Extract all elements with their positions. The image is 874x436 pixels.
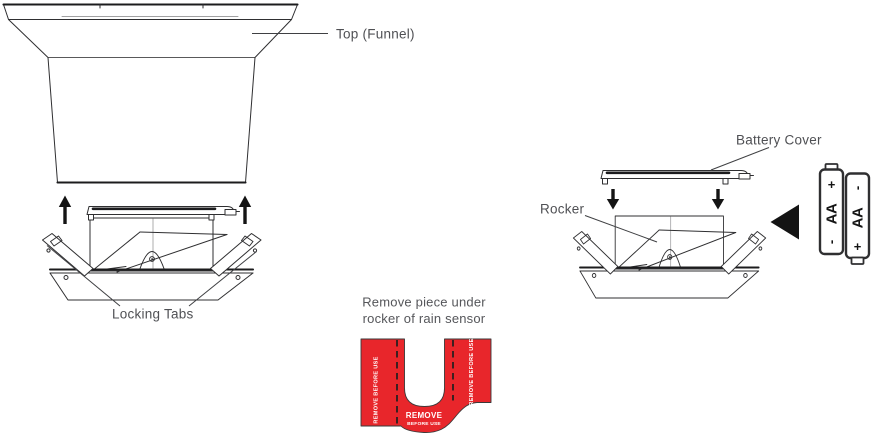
label-battery-cover: Battery Cover [736,133,822,148]
sensor-base-right [572,214,767,300]
tag-side-text-right: REMOVE BEFORE USE [469,338,475,405]
battery-cover-floating [599,169,755,186]
remove-tag-caption-line2: rocker of rain sensor [363,311,486,326]
leader-battery-cover [710,147,770,171]
battery-type-label: AA [850,207,867,228]
down-arrow-right-icon [711,189,725,210]
battery-install-assembly: + AA - - AA + Battery Cover Rocker [540,133,871,300]
tag-side-text-left: REMOVE BEFORE USE [374,356,380,423]
funnel-body [47,57,256,183]
tag-bottom-text-1: REMOVE [406,411,443,420]
tag-bottom-text-2: BEFORE USE [407,421,441,427]
label-locking-tabs: Locking Tabs [112,307,194,322]
funnel-brim [3,4,298,20]
battery-body [818,168,845,256]
leader-rocker [584,215,658,243]
label-top-funnel: Top (Funnel) [336,27,415,42]
funnel-assembly: Top (Funnel) Locking Tabs [2,3,415,322]
battery-terminal-nub [850,256,865,265]
up-arrow-right-icon [238,195,252,224]
remove-tag [360,338,492,434]
leader-locking-tab-right [188,251,257,307]
battery-negative-label: - [824,240,839,244]
remove-tag-caption-line1: Remove piece under [362,295,486,310]
battery-aa-left: + AA - [818,163,845,256]
insert-direction-icon [770,204,799,240]
up-arrow-left-icon [58,195,72,224]
battery-positive-label: + [854,239,862,254]
sensor-base-left [41,216,263,302]
battery-aa-right: - AA + [844,172,871,265]
down-arrow-left-icon [606,189,620,210]
leader-locking-tab-left [46,245,121,307]
battery-type-label: AA [824,203,841,224]
battery-negative-label: - [850,186,865,190]
funnel-top [2,3,299,184]
label-rocker: Rocker [540,202,585,217]
battery-positive-label: + [828,177,836,192]
remove-tag-section: Remove piece under rocker of rain sensor… [360,295,492,434]
